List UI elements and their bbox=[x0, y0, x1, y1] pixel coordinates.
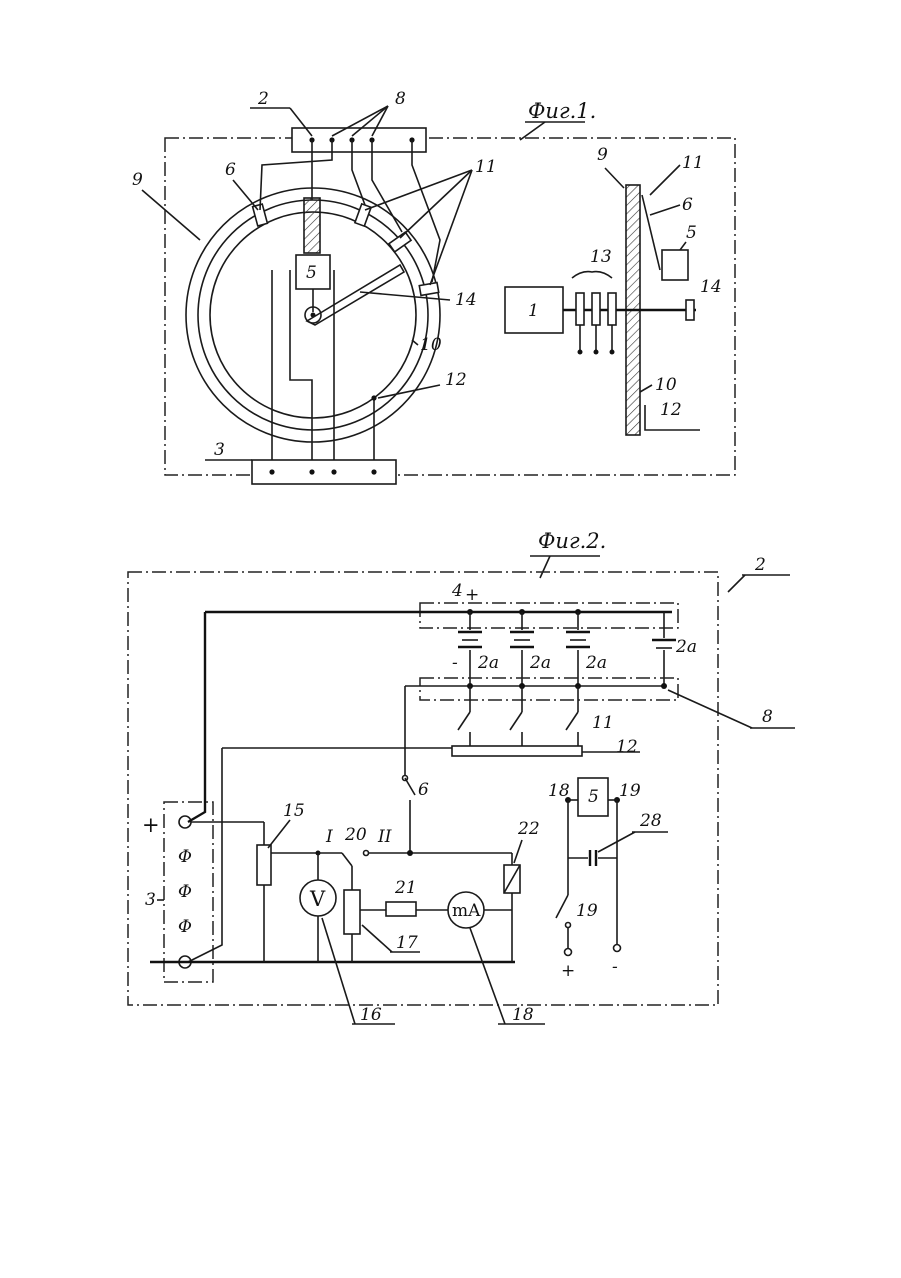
fig1-label-6: 6 bbox=[225, 160, 236, 180]
fig2-plus-left: + bbox=[142, 813, 160, 837]
fig1-label-5: 5 bbox=[306, 263, 317, 283]
socket-2: Φ bbox=[178, 882, 192, 902]
fig2-label-22: 22 bbox=[517, 819, 540, 839]
bus-12 bbox=[452, 746, 582, 756]
fig1-label-11: 11 bbox=[475, 157, 497, 177]
fig2-label-15: 15 bbox=[283, 801, 305, 821]
fig2-plus-top: + bbox=[465, 585, 479, 605]
fig2-label-4: 4 bbox=[451, 581, 463, 601]
rheostat-17 bbox=[344, 890, 360, 934]
fig2-plus-bottom: + bbox=[561, 961, 575, 981]
fig2-label-3: 3 bbox=[145, 890, 156, 910]
cell-label-2a-4: 2a bbox=[675, 637, 697, 657]
cell-label-2a-1: 2a bbox=[477, 653, 499, 673]
arm-element bbox=[304, 198, 320, 253]
contact-11a bbox=[355, 204, 371, 226]
fig1-label-9: 9 bbox=[132, 170, 143, 190]
fig1-caption: Фиг.1. bbox=[528, 99, 596, 123]
figure-2: Фиг.2. 2 4 + 2a 2a bbox=[128, 529, 795, 1025]
side-unit-5 bbox=[662, 250, 688, 280]
fig1-label-12: 12 bbox=[445, 370, 467, 390]
fig1-side-label-12: 12 bbox=[660, 400, 682, 420]
fig1-label-2: 2 bbox=[257, 89, 269, 109]
cell-2a-4: 2a bbox=[652, 612, 697, 685]
fig2-label-19-top: 19 bbox=[619, 781, 641, 801]
fig1-side-label-13: 13 bbox=[590, 247, 612, 267]
battery-bus-top bbox=[420, 603, 678, 628]
fig1-side-label-5: 5 bbox=[686, 223, 697, 243]
fig1-label-14: 14 bbox=[455, 290, 477, 310]
socket-1: Φ bbox=[178, 847, 192, 867]
fig1-side-label-14: 14 bbox=[700, 277, 722, 297]
cell-2a-3: 2a bbox=[566, 612, 607, 685]
fig2-outer-label-2: 2 bbox=[754, 555, 766, 575]
cell-2a-2: 2a bbox=[510, 612, 551, 685]
fig2-label-17: 17 bbox=[396, 933, 418, 953]
fig1-label-8: 8 bbox=[395, 89, 406, 109]
fig2-label-28: 28 bbox=[639, 811, 662, 831]
resistor-21 bbox=[386, 902, 416, 916]
fig2-label-18-bottom: 18 bbox=[512, 1005, 534, 1025]
fig2-label-20: 20 bbox=[344, 825, 367, 845]
fig2-label-8: 8 bbox=[762, 707, 773, 727]
cell-2a-1: 2a bbox=[458, 612, 499, 685]
fig1-enclosure bbox=[165, 138, 735, 475]
fig1-side-label-11: 11 bbox=[682, 153, 704, 173]
rheostat-15 bbox=[257, 845, 271, 885]
fig1-side-label-9: 9 bbox=[597, 145, 608, 165]
fig2-label-12: 12 bbox=[616, 737, 638, 757]
socket-3: Φ bbox=[178, 917, 192, 937]
fig1-label-10: 10 bbox=[420, 335, 442, 355]
cell-label-2a-2: 2a bbox=[529, 653, 551, 673]
fig2-minus-top: - bbox=[452, 653, 458, 673]
fig2-label-11: 11 bbox=[592, 713, 614, 733]
fig2-switch-I: I bbox=[325, 827, 333, 847]
fig2-label-5: 5 bbox=[588, 787, 599, 807]
terminal-bus-8 bbox=[420, 678, 678, 700]
fig2-label-16: 16 bbox=[360, 1005, 382, 1025]
contact-11c bbox=[419, 283, 438, 296]
fig2-switch-II: II bbox=[377, 827, 392, 847]
fig1-side-label-6: 6 bbox=[682, 195, 693, 215]
fig2-minus-bottom: - bbox=[612, 957, 618, 977]
switches-11 bbox=[458, 686, 578, 748]
voltmeter-symbol: V bbox=[309, 887, 326, 911]
fig1-side-label-1: 1 bbox=[528, 301, 539, 321]
fig2-label-21: 21 bbox=[394, 878, 417, 898]
fig1-label-3: 3 bbox=[214, 440, 225, 460]
fig1-side-label-10: 10 bbox=[655, 375, 677, 395]
fig2-label-19-switch: 19 bbox=[576, 901, 598, 921]
cell-label-2a-3: 2a bbox=[585, 653, 607, 673]
milliammeter-symbol: mA bbox=[452, 901, 481, 921]
figure-1: Фиг.1. 2 8 9 6 11 bbox=[132, 89, 735, 484]
fig2-caption: Фиг.2. bbox=[538, 529, 606, 553]
fig2-label-6: 6 bbox=[418, 780, 429, 800]
